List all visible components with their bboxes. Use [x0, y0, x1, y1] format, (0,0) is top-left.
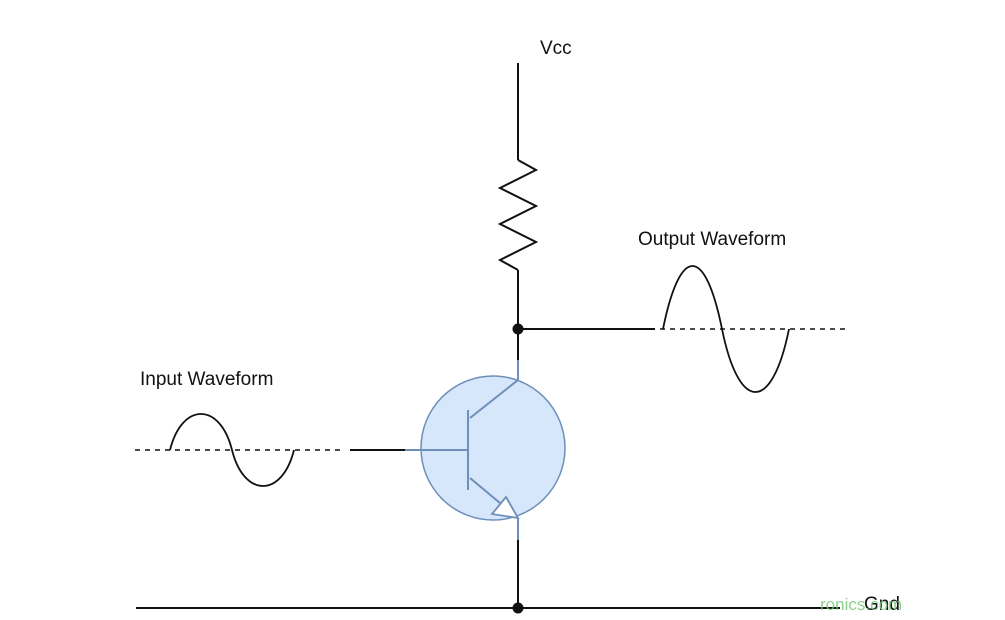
emitter-arrow [490, 495, 520, 520]
output-label: Output Waveform [638, 229, 786, 250]
input-label: Input Waveform [140, 369, 273, 390]
input-waveform [169, 413, 295, 487]
resistor [497, 159, 539, 271]
gnd-label: Gnd [864, 594, 900, 615]
collector-junction [512, 323, 524, 335]
ground-junction [512, 602, 524, 614]
transistor-body [420, 375, 566, 521]
vcc-label: Vcc [540, 38, 572, 59]
output-waveform [662, 265, 790, 393]
collector-arm [469, 379, 519, 419]
watermark: ronics.com [820, 595, 902, 614]
